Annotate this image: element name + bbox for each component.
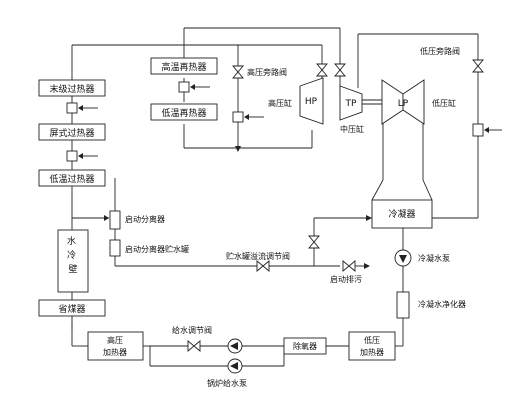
lp-heater-label-1: 低压 — [364, 335, 380, 345]
turbine-group: HP 高压缸 TP 中压缸 LP 低压缸 — [268, 63, 456, 134]
hp-cylinder-body[interactable] — [299, 77, 324, 125]
deaerator-box[interactable] — [283, 337, 327, 355]
water-wall-label: 水 冷 壁 — [67, 235, 79, 275]
low-temp-reheater-label: 低温再热器 — [161, 107, 206, 119]
lp-cylinder-right[interactable] — [402, 79, 425, 125]
lp-cylinder-label: 低压缸 — [432, 98, 456, 108]
lp-heater-label-2: 加热器 — [360, 347, 384, 357]
water-wall-char-3: 壁 — [68, 263, 77, 275]
feedwater-pump-label: 锅炉给水泵 — [207, 378, 247, 388]
hp-bypass-group: 高压旁路阀 — [232, 65, 287, 152]
deaerator-label: 除氧器 — [293, 341, 317, 351]
high-temp-reheater-box[interactable] — [150, 57, 218, 75]
pipe-network — [71, 27, 479, 367]
hp-symbol: HP — [305, 97, 318, 107]
ip-cylinder-label: 中压缸 — [340, 124, 364, 134]
start-drain-label: 启动排污 — [330, 274, 362, 284]
high-temp-reheater-label: 高温再热器 — [161, 61, 206, 73]
drain-valve[interactable] — [342, 260, 356, 272]
hp-bypass-arrow — [235, 146, 241, 152]
overflow-group: 贮水罐溢流调节阀 启动排污 — [226, 215, 372, 284]
platen-superheater-label: 屏式过热器 — [49, 127, 94, 139]
feedwater-pump-2[interactable] — [227, 358, 243, 374]
main-steam-valve[interactable] — [316, 63, 328, 77]
ip-symbol: TP — [345, 99, 357, 109]
lp-symbol: LP — [398, 99, 409, 109]
feedwater-pump-1[interactable] — [227, 338, 243, 354]
reheat-steam-valve[interactable] — [334, 63, 346, 77]
hp-heater-label-2: 加热器 — [103, 347, 127, 357]
condenser-group: 冷凝器 冷凝水泵 冷凝水净化器 — [371, 199, 466, 319]
condensate-pump-label: 冷凝水泵 — [418, 253, 450, 263]
start-separator-group: 启动分离器 启动分离器贮水罐 — [104, 210, 189, 257]
separator-tank-vessel[interactable] — [109, 239, 121, 257]
hp-cylinder-label: 高压缸 — [268, 98, 292, 108]
lp-bypass-attemperator — [472, 123, 484, 137]
start-separator-label: 启动分离器 — [125, 214, 165, 224]
hp-bypass-valve[interactable] — [232, 65, 244, 79]
boiler-column: 末级过热器 屏式过热器 低温过热器 水 冷 壁 省煤器 — [38, 79, 106, 317]
condensate-polisher-box[interactable] — [396, 291, 410, 319]
final-superheater-label: 末级过热器 — [49, 83, 94, 95]
spray-arrow-3 — [190, 84, 195, 90]
hp-bypass-valve-label: 高压旁路阀 — [247, 67, 287, 77]
low-temp-reheater-box[interactable] — [150, 103, 218, 121]
water-wall-char-1: 水 — [67, 235, 76, 247]
feedwater-control-valve[interactable] — [187, 340, 201, 352]
reheater-group: 高温再热器 低温再热器 — [150, 57, 218, 121]
platen-superheater-box[interactable] — [38, 123, 106, 141]
lp-bypass-valve-label: 低压旁路阀 — [420, 46, 460, 56]
hp-heater-label-1: 高压 — [107, 335, 123, 345]
condenser-neck-right — [422, 179, 433, 201]
condensate-polisher-label: 冷凝水净化器 — [418, 299, 466, 309]
low-temp-superheater-box[interactable] — [38, 169, 106, 187]
lp-bypass-valve[interactable] — [472, 59, 484, 73]
lp-heater-box[interactable] — [348, 331, 396, 361]
condensate-pump[interactable] — [394, 249, 412, 267]
drain-arrow — [364, 263, 370, 269]
separator-tank-label: 启动分离器贮水罐 — [125, 244, 189, 254]
feedwater-valve-label: 给水调节阀 — [172, 325, 212, 335]
hp-bypass-attemperator — [232, 111, 244, 123]
separator-inlet-arrow — [104, 215, 109, 221]
economizer-label: 省煤器 — [58, 303, 85, 315]
condenser-neck-left — [371, 179, 384, 201]
spray-arrow-1 — [78, 105, 83, 111]
spray-arrow-4 — [244, 114, 249, 120]
platen-superheater-attemperator — [66, 150, 78, 162]
condenser-label: 冷凝器 — [388, 208, 415, 220]
low-temp-superheater-label: 低温过热器 — [49, 173, 94, 185]
overflow-to-condenser-arrow — [366, 215, 372, 221]
feedwater-group: 低压 加热器 除氧器 给水调节阀 锅炉给水泵 高压 加热器 — [87, 325, 396, 388]
start-separator-vessel[interactable] — [109, 210, 121, 230]
reheater-attemperator — [178, 81, 190, 93]
lp-bypass-group: 低压旁路阀 — [420, 46, 502, 137]
ip-cylinder-body[interactable] — [339, 85, 363, 121]
final-superheater-box[interactable] — [38, 79, 106, 97]
overflow-valve-label: 贮水罐溢流调节阀 — [226, 251, 290, 261]
overflow-valve[interactable] — [256, 260, 270, 272]
final-superheater-attemperator — [66, 102, 78, 114]
economizer-box[interactable] — [38, 299, 106, 317]
water-wall-box[interactable] — [57, 229, 89, 293]
water-wall-char-2: 冷 — [67, 249, 76, 261]
condenser-box[interactable] — [371, 199, 433, 229]
spray-arrow-2 — [78, 153, 83, 159]
hp-heater-box[interactable] — [87, 331, 144, 361]
spray-arrow-5 — [484, 127, 489, 133]
condenser-inlet-valve[interactable] — [308, 235, 320, 249]
